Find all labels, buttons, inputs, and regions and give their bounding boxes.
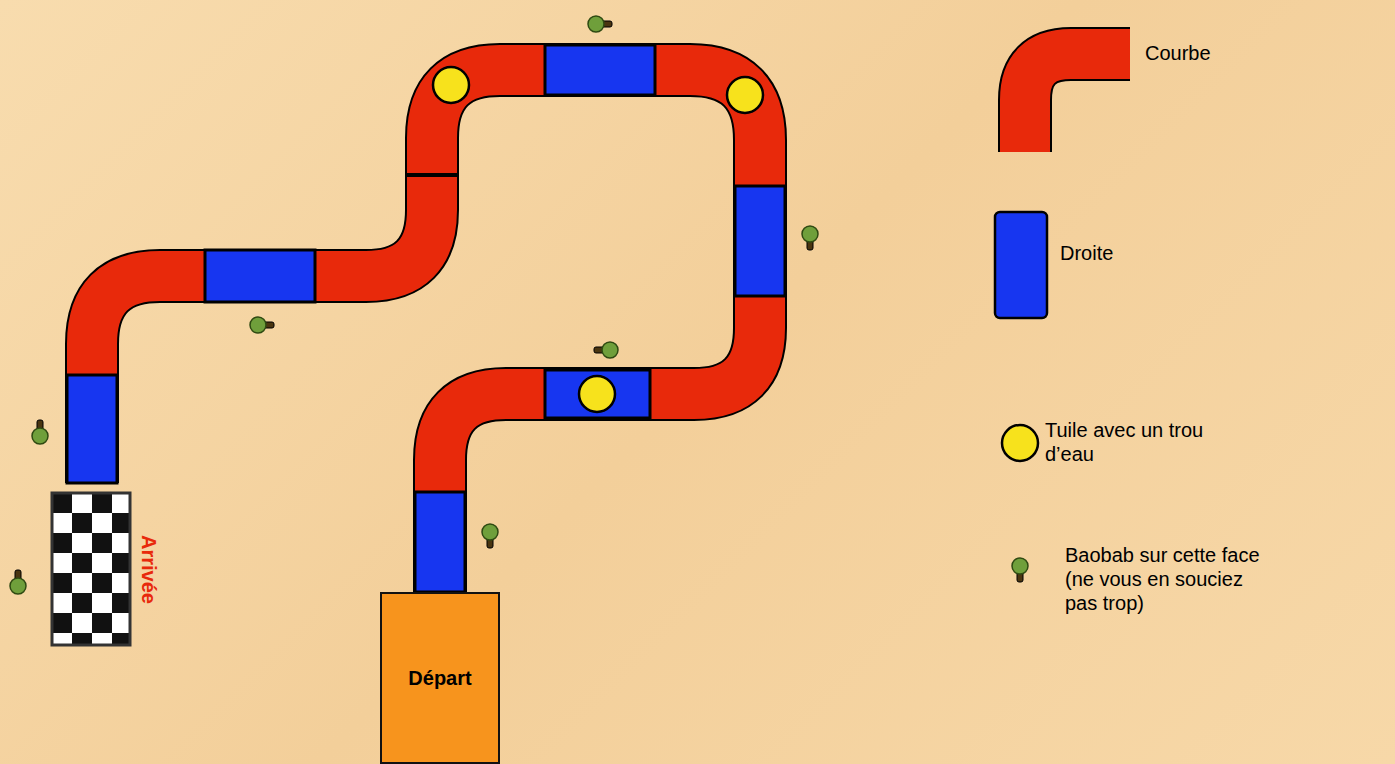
legend-text: Courbe bbox=[1145, 41, 1345, 65]
curve-tiles bbox=[92, 70, 760, 592]
legend-text: Tuile avec un trou d’eau bbox=[1045, 418, 1210, 466]
water-holes bbox=[433, 67, 763, 412]
legend-swatch-frame bbox=[990, 205, 1190, 405]
straight-tiles bbox=[67, 45, 785, 592]
finish-flag bbox=[52, 493, 130, 645]
finish-tile: Arrivée bbox=[52, 493, 130, 645]
legend-swatch bbox=[1002, 425, 1038, 461]
legend-swatch bbox=[1025, 54, 1130, 152]
tile-joins bbox=[405, 173, 459, 177]
track-outline bbox=[92, 70, 760, 592]
finish-label: Arrivée bbox=[137, 535, 160, 604]
legend-text: Droite bbox=[1060, 241, 1260, 265]
legend-text: Baobab sur cette face (ne vous en soucie… bbox=[1065, 543, 1280, 615]
baobab-icons bbox=[10, 16, 1028, 594]
start-label: Départ bbox=[408, 667, 471, 690]
legend-curve-outline bbox=[1025, 54, 1130, 152]
start-box: Départ bbox=[380, 592, 500, 764]
legend-swatch bbox=[995, 212, 1047, 318]
